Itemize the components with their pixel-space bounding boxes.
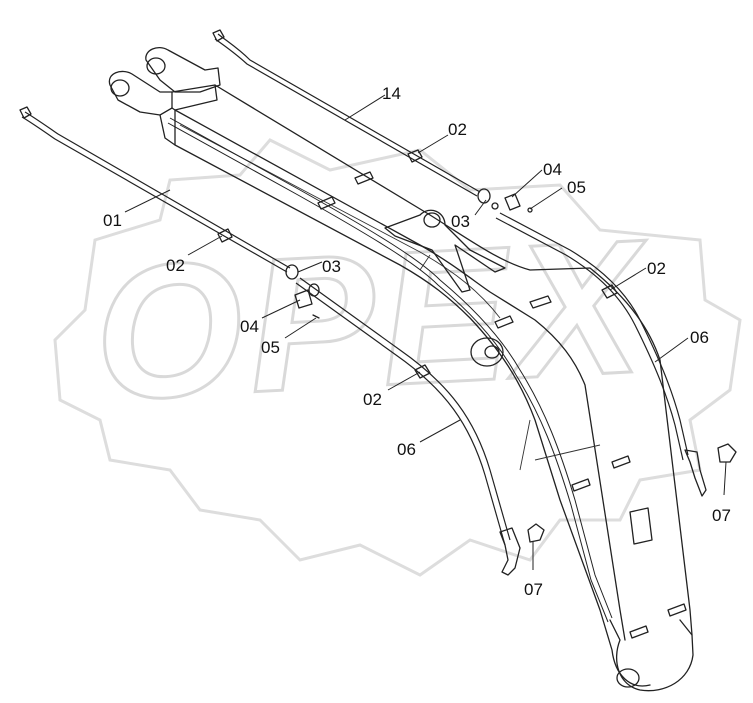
- leader-03-top: [474, 199, 487, 216]
- callout-01: 01: [103, 211, 122, 230]
- hose-left-line-b: [295, 282, 506, 546]
- leader-14: [344, 94, 386, 121]
- boom-ear-upper: [145, 46, 221, 93]
- boom-pin-upper: [146, 57, 166, 75]
- clamp-04-upper: [504, 193, 521, 211]
- callout-07-right: 07: [712, 506, 731, 525]
- long-tube-1: [169, 117, 613, 619]
- leader-05-left: [284, 317, 317, 339]
- callout-04-left: 04: [240, 317, 259, 336]
- boom-clamps: [317, 171, 687, 639]
- boom-side-face: [159, 84, 218, 146]
- boom-ear-lower: [108, 70, 173, 116]
- hose-left-sleeve: [414, 364, 431, 379]
- clamp-body-lower: [308, 283, 320, 297]
- leader-04-top: [511, 169, 543, 198]
- clamp-washer-upper: [491, 202, 499, 210]
- callouts: 14 02 04 05 03 01 02 03 02 04 05 02 06 0…: [103, 84, 731, 599]
- pipe-01-sleeve: [217, 228, 233, 243]
- pipe-14-line: [217, 33, 481, 193]
- hose-left-elbow: [499, 527, 521, 576]
- hose-right: [495, 212, 737, 497]
- leader-02-top: [417, 134, 449, 154]
- pipe-01-end-fitting: [19, 106, 32, 119]
- hose-right-elbow: [684, 449, 707, 497]
- clamp-03-upper: [477, 188, 491, 204]
- clamp-assembly-upper: [477, 188, 533, 213]
- boom: [108, 46, 694, 692]
- boom-boss-inner: [484, 345, 500, 359]
- leader-06-left: [419, 419, 461, 443]
- leader-04-left: [261, 299, 301, 319]
- leader-02-left: [187, 235, 223, 256]
- hose-right-line: [499, 212, 689, 456]
- leader-06-right: [654, 337, 689, 363]
- pipe-14-line-b: [214, 38, 478, 197]
- fitting-07-right: [717, 443, 737, 463]
- long-tubes: [167, 117, 613, 623]
- clamp-04-lower: [294, 289, 313, 309]
- callout-02-top: 02: [448, 120, 467, 139]
- callout-14: 14: [382, 84, 401, 103]
- cylinder-bracket: [384, 209, 506, 293]
- hose-right-sleeve: [601, 284, 618, 299]
- callout-02-left: 02: [166, 256, 185, 275]
- boom-foot-pin: [616, 668, 640, 688]
- boom-nose: [609, 619, 694, 692]
- fitting-07-left: [527, 523, 545, 543]
- clamp-05-lower: [312, 314, 320, 319]
- pipe-14: [212, 29, 481, 197]
- leader-02-mid: [387, 371, 421, 391]
- callout-04-top: 04: [543, 160, 562, 179]
- boom-top-edge: [171, 84, 693, 636]
- leader-07-right: [723, 461, 727, 496]
- watermark-text: OPEX: [89, 200, 656, 441]
- callout-03-left: 03: [322, 257, 341, 276]
- boom-seam-1: [419, 254, 601, 471]
- watermark: OPEX: [53, 138, 742, 577]
- boom-seam-2: [179, 124, 501, 319]
- leader-01: [124, 189, 171, 213]
- pipe-14-end-fitting: [212, 29, 225, 42]
- callout-02-right: 02: [647, 259, 666, 278]
- clamp-05-upper: [527, 207, 533, 213]
- boom-boss: [470, 337, 504, 367]
- pipe-01: [19, 106, 291, 273]
- leader-lines: [124, 94, 727, 570]
- leader-02-right: [609, 267, 647, 291]
- long-tube-2: [167, 122, 609, 623]
- watermark-gear: [53, 138, 742, 577]
- callout-07-left: 07: [524, 580, 543, 599]
- callout-05-left: 05: [261, 338, 280, 357]
- callout-03-top: 03: [451, 212, 470, 231]
- hose-left: [295, 277, 545, 576]
- callout-02-mid: 02: [363, 390, 382, 409]
- boom-pin-lower: [110, 79, 130, 97]
- callout-05-top: 05: [567, 178, 586, 197]
- hose-right-line-b: [495, 217, 684, 461]
- bracket-pin: [423, 212, 441, 228]
- pipe-01-line: [24, 111, 291, 269]
- callout-06-left: 06: [397, 440, 416, 459]
- pipe-14-sleeve: [407, 149, 423, 163]
- hose-left-line: [299, 277, 511, 541]
- leader-03-left: [297, 261, 323, 273]
- pipe-01-line-b: [21, 116, 288, 273]
- leader-05-top: [529, 187, 563, 210]
- callout-06-right: 06: [690, 328, 709, 347]
